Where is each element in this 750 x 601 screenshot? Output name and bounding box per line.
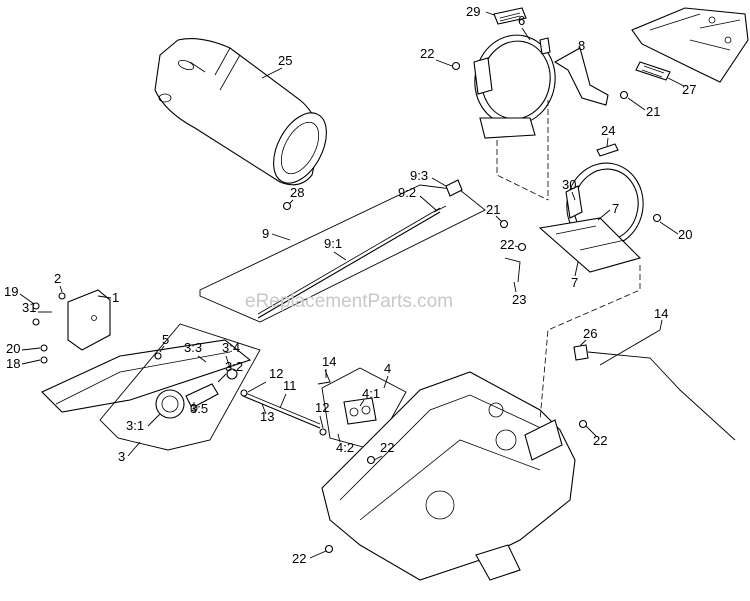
clamp-12a <box>240 389 248 397</box>
callout-28: 28 <box>290 185 304 200</box>
callout-21-b: 21 <box>486 202 500 217</box>
callout-3-1: 3:1 <box>126 418 144 433</box>
screw-22-lower <box>517 242 527 252</box>
callout-22-b: 22 <box>500 237 514 252</box>
callout-4-1: 4:1 <box>362 386 380 401</box>
callouts: 29 6 8 22 25 27 21 24 30 7 21 20 22 7 23… <box>4 4 696 566</box>
callout-21-a: 21 <box>646 104 660 119</box>
callout-6: 6 <box>518 13 525 28</box>
bolts-20-18 <box>40 344 48 364</box>
routing-lines <box>496 100 641 421</box>
bracket-1 <box>67 289 111 351</box>
screw-22-right <box>578 419 588 429</box>
callout-20-b: 20 <box>6 341 20 356</box>
callout-7-b: 7 <box>571 275 578 290</box>
callout-27: 27 <box>682 82 696 97</box>
callout-9-3: 9:3 <box>410 168 428 183</box>
screw-20-right <box>652 213 662 223</box>
callout-4-2: 4:2 <box>336 440 354 455</box>
screw-21-upper <box>619 90 629 100</box>
decal-24 <box>596 143 619 157</box>
callout-22-a: 22 <box>420 46 434 61</box>
watermark: eReplacementParts.com <box>245 291 453 312</box>
callout-20-a: 20 <box>678 227 692 242</box>
wire-26 <box>573 329 736 441</box>
decal-29 <box>493 7 527 25</box>
callout-9: 9 <box>262 226 269 241</box>
fitting-5 <box>154 352 162 360</box>
wire-14-center <box>317 369 331 385</box>
screw-21-lower <box>499 219 509 229</box>
callout-14-a: 14 <box>322 354 336 369</box>
screw-22-upper <box>451 61 461 71</box>
clamp-12b <box>319 428 327 436</box>
callout-19: 19 <box>4 284 18 299</box>
tank-band-lower <box>538 162 644 273</box>
bolts-19-31 <box>32 302 40 326</box>
callout-3-4: 3:4 <box>222 340 240 355</box>
callout-8: 8 <box>578 38 585 53</box>
callout-3-3: 3:3 <box>184 340 202 355</box>
callout-29: 29 <box>466 4 480 19</box>
tube-11 <box>242 391 321 429</box>
pin-23 <box>504 257 521 283</box>
callout-23: 23 <box>512 292 526 307</box>
callout-2: 2 <box>54 271 61 286</box>
tank-band-upper <box>473 34 556 139</box>
bolt-2 <box>58 292 66 300</box>
callout-22-d: 22 <box>593 433 607 448</box>
callout-7-a: 7 <box>612 201 619 216</box>
main-frame <box>321 371 576 581</box>
callout-25: 25 <box>278 53 292 68</box>
frame-arm <box>41 339 252 413</box>
propane-tank <box>154 38 327 186</box>
callout-24: 24 <box>601 123 615 138</box>
callout-3: 3 <box>118 449 125 464</box>
callout-1: 1 <box>112 290 119 305</box>
fitting-28 <box>282 201 292 211</box>
decal-27 <box>635 61 671 81</box>
callout-9-1: 9:1 <box>324 236 342 251</box>
callout-18: 18 <box>6 356 20 371</box>
callout-3-5: 3:5 <box>190 401 208 416</box>
screw-22-bottom <box>324 544 334 554</box>
callout-14-b: 14 <box>654 306 668 321</box>
screw-22-center <box>366 455 376 465</box>
hose-assembly-box <box>199 179 486 323</box>
callout-12-b: 12 <box>315 400 329 415</box>
callout-12-a: 12 <box>269 366 283 381</box>
callout-9-2: 9:2 <box>398 185 416 200</box>
bracket-8 <box>553 47 609 106</box>
callout-5: 5 <box>162 332 169 347</box>
callout-26: 26 <box>583 326 597 341</box>
callout-4: 4 <box>384 361 391 376</box>
callout-31: 31 <box>22 300 36 315</box>
callout-3-2: 3:2 <box>225 359 243 374</box>
callout-22-e: 22 <box>292 551 306 566</box>
callout-11: 11 <box>283 378 297 393</box>
callout-13: 13 <box>260 409 274 424</box>
callout-22-c: 22 <box>380 440 394 455</box>
callout-30: 30 <box>562 177 576 192</box>
cover-plate <box>631 7 749 83</box>
